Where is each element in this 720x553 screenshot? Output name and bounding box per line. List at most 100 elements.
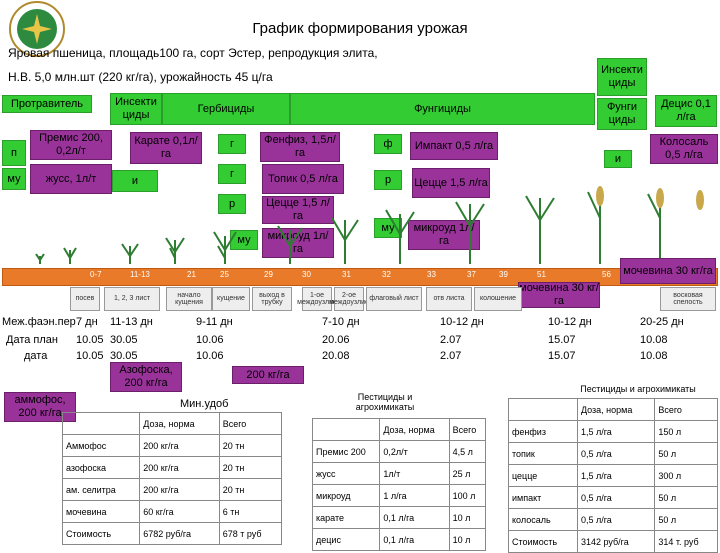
- table-cell: 1л/т: [379, 462, 450, 485]
- row-plan-value: 2.07: [440, 334, 462, 346]
- row-interphase-label: Меж.фаэн.пер: [2, 316, 76, 328]
- table-cell: 50 л: [654, 442, 718, 465]
- box-r-1: р: [218, 194, 246, 214]
- row-interphase-value: 7-10 дн: [322, 316, 360, 328]
- category-insecticides: Инсекти циды: [110, 93, 162, 125]
- growth-stage: выход в трубку: [252, 287, 292, 311]
- table-cell: 1,5 л/га: [576, 464, 656, 487]
- box-mochevina-right: мочевина 30 кг/га: [620, 258, 716, 284]
- stage-code: 0-7: [90, 270, 102, 279]
- box-dose-200: 200 кг/га: [232, 366, 304, 384]
- table-header-cell: Доза, норма: [379, 418, 450, 441]
- table-cell: 25 л: [448, 462, 487, 485]
- table-cell: 100 л: [448, 484, 487, 507]
- box-fenfiz: Фенфиз, 1,5л/га: [260, 132, 340, 162]
- growth-stage: колошение: [474, 287, 522, 311]
- row-interphase-value: 11-13 дн: [110, 316, 153, 328]
- stage-code: 37: [467, 270, 476, 279]
- box-impakt: Импакт 0,5 л/га: [410, 132, 498, 160]
- row-interphase-value: 10-12 дн: [440, 316, 484, 328]
- box-cecce-1: Цецце 1,5 л/га: [262, 196, 334, 224]
- fert-table-title: Мин.удоб: [180, 398, 229, 410]
- table-cell: 200 кг/га: [139, 456, 220, 479]
- table-header-cell: [508, 398, 578, 421]
- box-cecce-2: Цецце 1,5 л/га: [412, 168, 490, 198]
- table-cell: Премис 200: [311, 440, 381, 463]
- category-fungicides-right: Фунги циды: [597, 98, 647, 130]
- table-cell: ам. селитра: [61, 478, 141, 501]
- pest-table-2-title: Пестициды и агрохимикаты: [580, 384, 696, 394]
- table-cell: цецце: [508, 464, 578, 487]
- row-plan-label: Дата план: [6, 334, 58, 346]
- row-date-value: 20.08: [322, 350, 350, 362]
- growth-stage: начало кущения: [166, 287, 212, 311]
- row-plan-value: 15.07: [548, 334, 576, 346]
- box-mu-2: му: [230, 230, 258, 250]
- box-azofoska: Азофоска, 200 кг/га: [110, 362, 182, 392]
- logo: [6, 0, 68, 58]
- row-interphase-value: 7 дн: [76, 316, 98, 328]
- table-header-cell: Всего: [654, 398, 718, 421]
- table-cell: 6782 руб/га: [139, 522, 220, 545]
- stage-code: 33: [427, 270, 436, 279]
- box-f: ф: [374, 134, 402, 154]
- category-herbicides: Гербициды: [162, 93, 290, 125]
- table-cell: 314 т. руб: [654, 530, 718, 553]
- box-mu-3: му: [374, 218, 402, 238]
- table-cell: 50 л: [654, 508, 718, 531]
- table-cell: топик: [508, 442, 578, 465]
- row-plan-value: 20.06: [322, 334, 350, 346]
- category-insecticides-right: Инсекти циды: [597, 58, 647, 96]
- table-header-cell: Доза, норма: [139, 412, 220, 435]
- box-mochevina-mid: мочевина 30 кг/га: [518, 282, 600, 308]
- category-fungicides: Фунгициды: [290, 93, 595, 125]
- growth-stage: 1, 2, 3 лист: [104, 287, 160, 311]
- stage-code: 56: [602, 270, 611, 279]
- table-cell: 10 л: [448, 506, 487, 529]
- growth-stage: 2-ое междоузлие: [329, 287, 369, 311]
- box-i-1: и: [112, 170, 158, 192]
- box-decis: Децис 0,1 л/га: [655, 95, 717, 127]
- growth-stage: отв листа: [426, 287, 472, 311]
- table-cell: карате: [311, 506, 381, 529]
- stage-code: 31: [342, 270, 351, 279]
- pest-table-1-title: Пестициды и агрохимикаты: [355, 392, 415, 412]
- table-cell: 678 т руб: [218, 522, 283, 545]
- box-g-1: г: [218, 134, 246, 154]
- stage-code: 21: [187, 270, 196, 279]
- row-plan-value: 10.08: [640, 334, 668, 346]
- row-plan-value: 10.05: [76, 334, 104, 346]
- crop-growth-illustration: [0, 186, 720, 270]
- table-cell: 10 л: [448, 528, 487, 551]
- table-cell: 20 тн: [218, 434, 283, 457]
- row-date-value: 30.05: [110, 350, 138, 362]
- table-cell: колосаль: [508, 508, 578, 531]
- row-plan-value: 10.06: [196, 334, 224, 346]
- row-date-value: 15.07: [548, 350, 576, 362]
- table-cell: микроуд: [311, 484, 381, 507]
- table-cell: 3142 руб/га: [576, 530, 656, 553]
- box-zhuss: жусс, 1л/т: [30, 164, 112, 194]
- stage-code: 25: [220, 270, 229, 279]
- stage-code: 29: [264, 270, 273, 279]
- row-interphase-value: 20-25 дн: [640, 316, 684, 328]
- table-cell: 150 л: [654, 420, 718, 443]
- table-cell: 1 л/га: [379, 484, 450, 507]
- table-cell: 1,5 л/га: [576, 420, 656, 443]
- stage-code: 32: [382, 270, 391, 279]
- category-protravitel: Протравитель: [2, 95, 92, 113]
- box-g-2: г: [218, 164, 246, 184]
